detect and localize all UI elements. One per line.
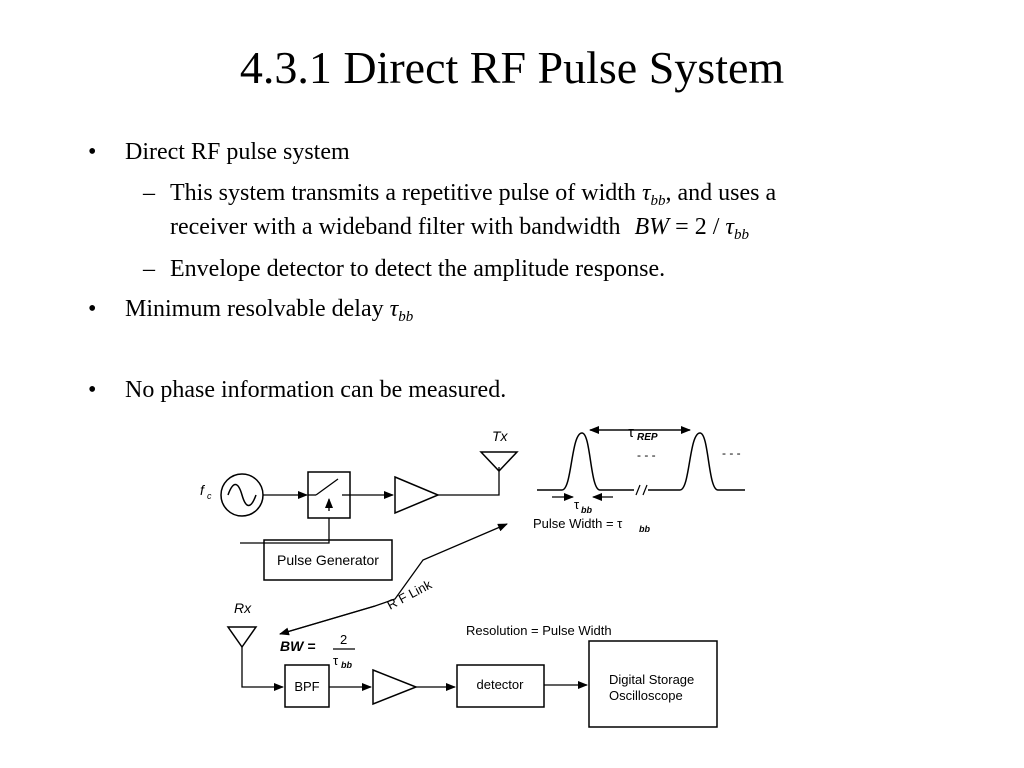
rx-amplifier [372,668,419,706]
tau-subscript: bb [650,193,666,209]
rf-link-path [279,523,508,636]
resolution-label: Resolution = Pulse Width [466,623,612,638]
rf-pulse-system-diagram: f c Tx Pulse Generator τ REP - - - - - -… [200,424,745,728]
fc-subscript: c [207,491,212,501]
tau-bb-subscript: bb [581,505,592,515]
tx-amplifier [394,475,440,515]
bullet-list: • Direct RF pulse system – This system t… [88,139,776,403]
bw-numerator: 2 [340,632,347,647]
sub-bullet-text: This system transmits a repetitive pulse… [170,180,636,206]
tx-antenna-icon [479,451,519,473]
bullet-direct-rf: Direct RF pulse system [125,139,350,165]
bw-label: BW = [280,638,315,654]
sub-bullet-transmits: This system transmits a repetitive pulse… [170,178,776,216]
continuation-dots: - - - [722,446,741,460]
detector-box [456,664,545,708]
modulator-switch [307,471,351,519]
fc-label: f [200,482,206,498]
tau-symbol: τ [389,296,399,322]
rf-link-label: R F Link [384,576,434,612]
continuation-dots: - - - [637,448,656,462]
rx-antenna-icon [226,626,258,649]
pulse-generator-box [263,539,393,581]
slide-title: 4.3.1 Direct RF Pulse System [239,42,785,93]
dash-marker: – [143,180,155,206]
tau-rep-label: τ [628,424,634,441]
bullet-no-phase: No phase information can be measured. [125,377,507,403]
oscilloscope-label-line2: Oscilloscope [609,688,683,703]
tau-symbol: τ [641,180,651,206]
wire [241,647,284,691]
pulse-width-label: Pulse Width = τ [533,516,623,531]
bullet-text: Minimum resolvable delay [125,296,384,322]
bullet-marker: • [88,377,97,403]
sub-bullet-text-cont: , and uses a [665,180,777,206]
pulse-train-waveform [537,432,745,496]
wire [240,518,330,544]
bpf-box [284,664,330,708]
bullet-marker: • [88,296,97,322]
wire [438,467,500,496]
oscilloscope-box [588,640,718,728]
tx-label: Tx [492,428,509,444]
bullet-marker: • [88,139,97,165]
bw-denominator: τ [333,653,339,668]
bullet-min-delay: Minimum resolvable delay τbb [125,294,413,332]
sub-bullet-receiver: receiver with a wideband filter with ban… [170,212,749,250]
tau-symbol: τ [725,214,734,240]
bw-denominator-subscript: bb [341,660,352,670]
rx-label: Rx [234,600,252,616]
oscilloscope-label-line1: Digital Storage [609,672,694,687]
bandwidth-equation-bw: BW [634,214,670,240]
tau-bb-label: τ [574,497,580,512]
tau-subscript: bb [398,309,414,325]
sub-bullet-text: receiver with a wideband filter with ban… [170,214,621,240]
tau-subscript: bb [733,227,749,243]
pulse-width-subscript: bb [639,524,650,534]
pulse-generator-label: Pulse Generator [277,552,379,568]
oscillator-source [220,473,264,517]
bandwidth-equation-mid: = 2 / [669,214,726,240]
bpf-label: BPF [294,679,319,694]
sub-bullet-envelope: Envelope detector to detect the amplitud… [170,256,666,282]
detector-label: detector [477,677,525,692]
dash-marker: – [143,256,155,282]
tau-rep-subscript: REP [637,432,658,443]
